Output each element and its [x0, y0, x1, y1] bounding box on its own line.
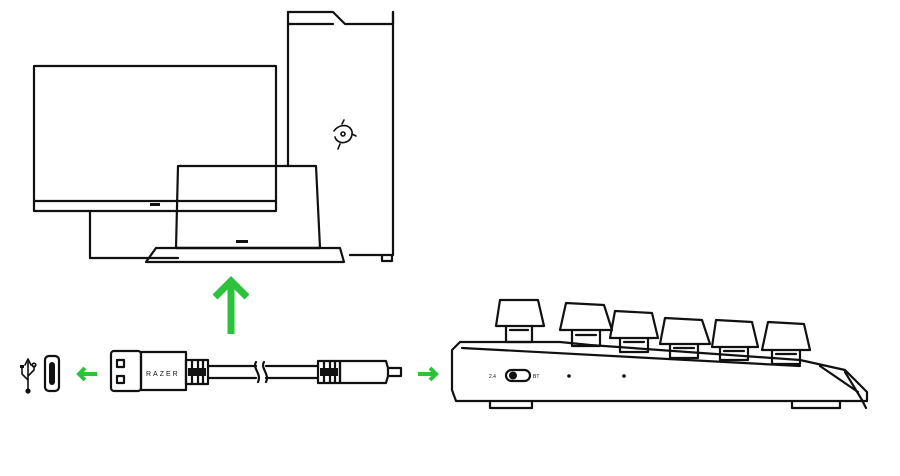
- keycap: [710, 318, 760, 362]
- cable-brand-text: RAZER: [146, 371, 180, 378]
- keycap: [608, 309, 660, 354]
- laptop: [144, 164, 346, 264]
- razer-logo-icon: [333, 119, 357, 150]
- usb-symbol-icon: [20, 358, 37, 394]
- monitor: [32, 64, 278, 260]
- pc-tower: [286, 10, 395, 263]
- keycap: [558, 301, 614, 348]
- up-arrow-icon: [212, 276, 250, 334]
- keycap: [494, 298, 546, 344]
- usb-c-port-icon: [43, 354, 61, 393]
- switch-left-label: 2.4: [489, 374, 496, 380]
- keyboard: 2.4 BT: [450, 298, 869, 410]
- indicator-led: [622, 374, 626, 378]
- mode-switch: 2.4 BT: [489, 368, 539, 383]
- left-arrow-icon: [76, 366, 97, 382]
- usb-cable: RAZER: [109, 349, 403, 393]
- right-arrow-icon: [418, 366, 439, 382]
- keycap: [658, 316, 712, 360]
- indicator-led: [567, 374, 571, 378]
- keycap: [760, 320, 812, 366]
- switch-right-label: BT: [533, 374, 539, 380]
